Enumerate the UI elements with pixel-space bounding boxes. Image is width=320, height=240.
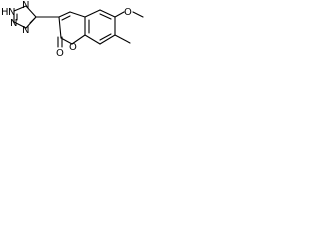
bond-c7-c8 <box>99 34 116 45</box>
bond-c8a-o1 <box>71 34 86 45</box>
bond-tz-c5-n1 <box>25 5 37 18</box>
atom-label-o-methoxy: O <box>124 7 132 18</box>
bond-tz-double-2 <box>29 17 36 24</box>
atom-label-o-carbonyl: O <box>56 48 64 59</box>
bond-benz-double-1 <box>99 13 112 20</box>
tetrazolyl-coumarin-structure: N H N N N O O O <box>1 0 144 59</box>
bond-benz-double-2 <box>99 33 112 41</box>
atom-label-nh: N <box>8 7 15 18</box>
bond-o1-c2 <box>60 37 73 45</box>
bond-tz-n3-n4 <box>13 21 27 29</box>
atom-label-o-ring: O <box>69 42 77 53</box>
bond-tz-n1-n2 <box>13 5 27 12</box>
atom-label-h: H <box>1 7 9 18</box>
bond-c7-methyl <box>114 34 131 44</box>
pyranone-ring <box>57 11 86 48</box>
bond-c2-c3 <box>58 16 62 39</box>
benzene-ring <box>84 9 116 45</box>
bond-o-methyl <box>132 11 144 18</box>
bond-c4-c4a <box>69 11 86 18</box>
atom-label-n3: N <box>10 18 17 29</box>
atom-label-n4: N <box>22 25 29 36</box>
bond-c6-o-methoxy <box>114 11 125 18</box>
tetrazole-ring <box>13 5 37 29</box>
bond-c8-c8a <box>84 34 101 45</box>
bond-c3c4-double <box>61 15 71 21</box>
bond-c4a-c5 <box>84 9 101 18</box>
bond-c3-c4 <box>58 11 71 18</box>
atom-label-n1: N <box>22 0 29 11</box>
bond-c5-c6 <box>99 9 116 18</box>
